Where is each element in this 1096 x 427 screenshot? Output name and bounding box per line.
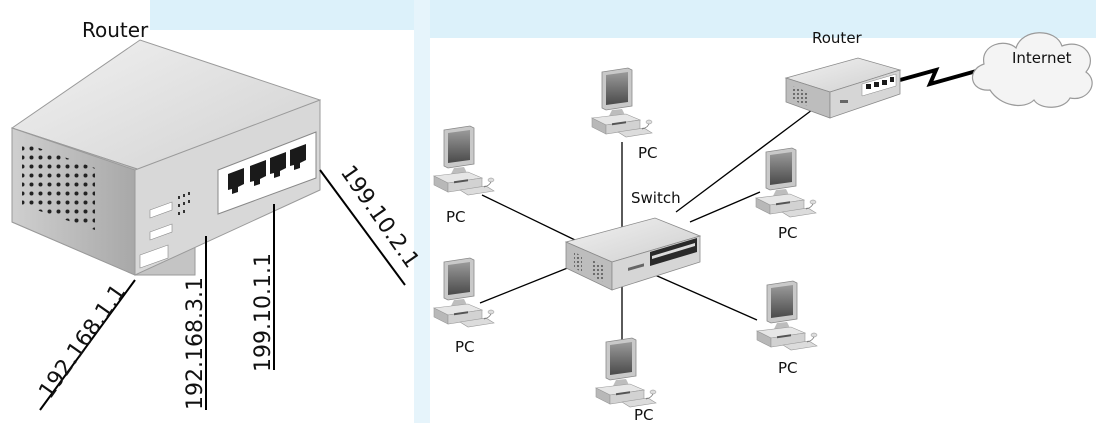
pc-icon-right-lower [756, 280, 818, 351]
switch-label: Switch [631, 189, 681, 207]
link-line-192-168-1-1 [39, 279, 136, 411]
pc-icon-left-upper [433, 125, 495, 196]
pc-icon-left-lower [433, 257, 495, 328]
background-tint-top-left [150, 0, 430, 30]
link-switch-pc-right-upper [689, 191, 761, 223]
link-line-199-10-2-1 [319, 169, 406, 286]
pc-label-left-upper: PC [446, 208, 466, 226]
ip-label-2: 192.168.3.1 [183, 277, 208, 410]
panel-divider [414, 0, 430, 423]
background-tint-top-right [430, 0, 1096, 38]
pc-icon-top [591, 67, 653, 138]
pc-icon-bottom [595, 337, 657, 408]
link-switch-pc-left-lower [479, 264, 576, 304]
internet-cloud-icon [972, 32, 1093, 108]
ip-label-1: 192.168.1.1 [34, 280, 131, 403]
ip-label-3: 199.10.1.1 [251, 253, 276, 372]
switch-icon [564, 217, 702, 291]
router-label: Router [812, 29, 863, 47]
pc-label-left-lower: PC [455, 338, 475, 356]
left-router-title: Router [82, 18, 149, 42]
link-switch-pc-right-lower [654, 274, 758, 321]
left-router-panel: Router [10, 18, 424, 411]
pc-label-right-upper: PC [778, 224, 798, 242]
router-small-icon [784, 57, 902, 119]
internet-label: Internet [1012, 49, 1072, 67]
ip-label-4: 199.10.2.1 [335, 161, 424, 273]
right-network-panel: Switch Router Internet PC PC PC PC [433, 29, 1093, 424]
pc-label-right-lower: PC [778, 359, 798, 377]
link-switch-router [675, 109, 813, 213]
pc-icon-right-upper [755, 147, 817, 218]
pc-label-top: PC [638, 144, 658, 162]
link-switch-pc-left-upper [481, 194, 576, 241]
wan-link-lightning [899, 66, 981, 88]
pc-label-bottom: PC [634, 406, 654, 423]
router-large-icon [10, 39, 322, 276]
